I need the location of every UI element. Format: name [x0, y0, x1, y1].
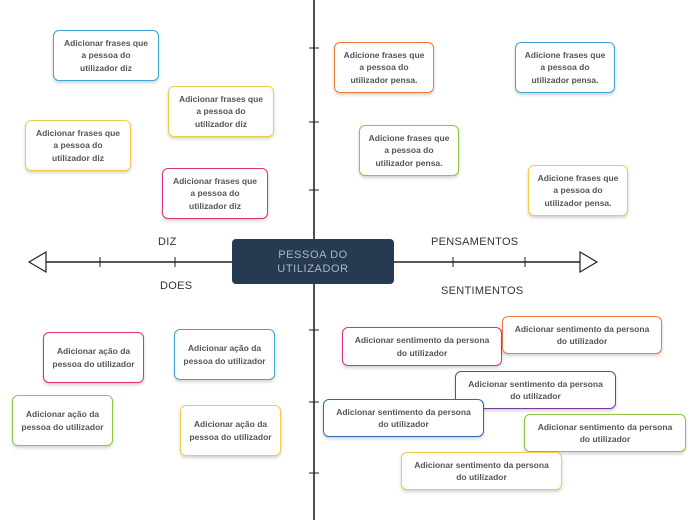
note-acao[interactable]: Adicionar ação da pessoa do utilizador [174, 329, 275, 380]
note-diz[interactable]: Adicionar frases que a pessoa do utiliza… [162, 168, 268, 219]
center-node-pessoa-do-utilizador[interactable]: PESSOA DO UTILIZADOR [232, 239, 394, 284]
center-line-2: UTILIZADOR [277, 262, 349, 275]
note-acao[interactable]: Adicionar ação da pessoa do utilizador [12, 395, 113, 446]
note-sentimento[interactable]: Adicionar sentimento da persona do utili… [342, 327, 502, 366]
note-sentimento[interactable]: Adicionar sentimento da persona do utili… [401, 452, 562, 490]
note-sentimento[interactable]: Adicionar sentimento da persona do utili… [502, 316, 662, 354]
note-pensa[interactable]: Adicione frases que a pessoa do utilizad… [528, 165, 628, 216]
note-diz[interactable]: Adicionar frases que a pessoa do utiliza… [53, 30, 159, 81]
center-line-1: PESSOA DO [278, 248, 348, 261]
label-sentimentos: SENTIMENTOS [441, 285, 524, 297]
label-diz: DIZ [158, 236, 177, 248]
note-acao[interactable]: Adicionar ação da pessoa do utilizador [180, 405, 281, 456]
label-pensamentos: PENSAMENTOS [431, 236, 519, 248]
note-sentimento[interactable]: Adicionar sentimento da persona do utili… [524, 414, 686, 452]
left-arrow-icon [27, 250, 47, 274]
note-pensa[interactable]: Adicione frases que a pessoa do utilizad… [515, 42, 615, 93]
label-does: DOES [160, 280, 193, 292]
note-sentimento[interactable]: Adicionar sentimento da persona do utili… [323, 399, 484, 437]
note-pensa[interactable]: Adicione frases que a pessoa do utilizad… [334, 42, 434, 93]
right-arrow-icon [579, 250, 599, 274]
note-acao[interactable]: Adicionar ação da pessoa do utilizador [43, 332, 144, 383]
note-pensa[interactable]: Adicione frases que a pessoa do utilizad… [359, 125, 459, 176]
note-diz[interactable]: Adicionar frases que a pessoa do utiliza… [168, 86, 274, 137]
note-diz[interactable]: Adicionar frases que a pessoa do utiliza… [25, 120, 131, 171]
